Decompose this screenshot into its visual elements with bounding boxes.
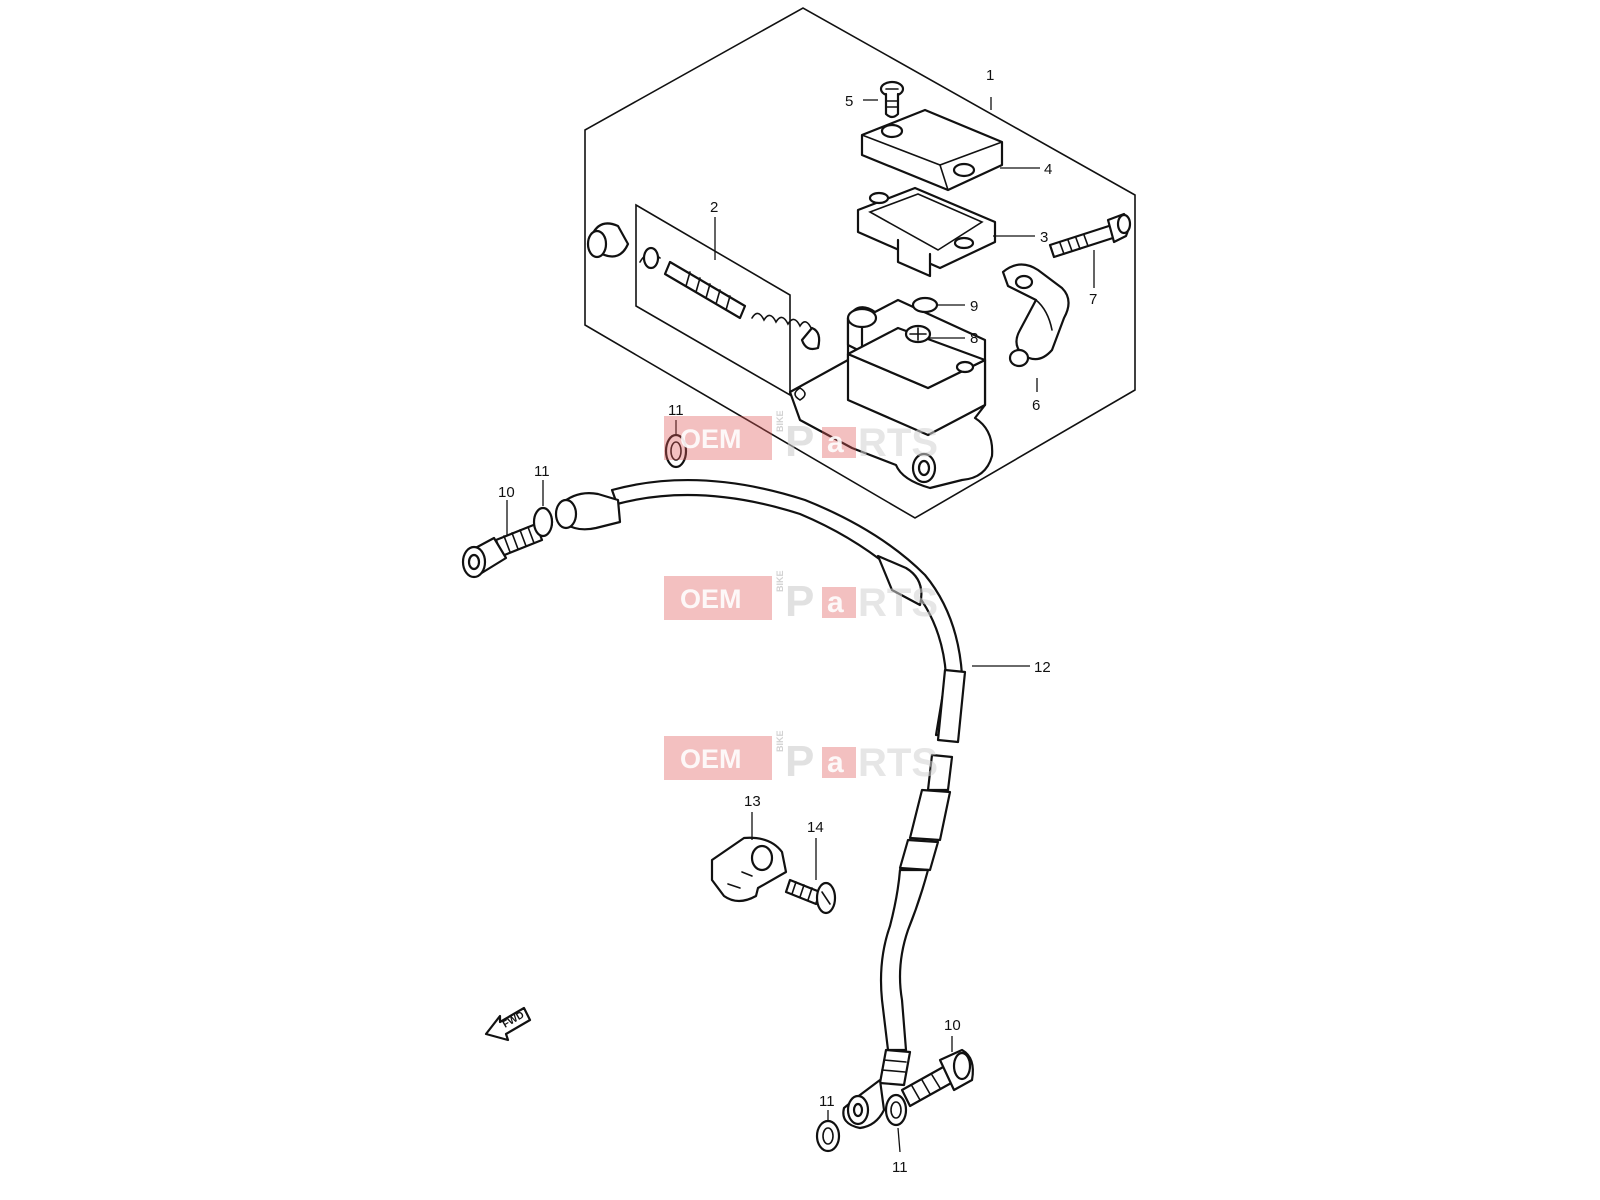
clamp-bolt [1048,212,1132,259]
watermark-middle: OEM BIKE P a RTS [664,570,938,626]
svg-text:RTS: RTS [858,581,938,625]
reservoir-cap [860,108,1004,192]
svg-text:P: P [785,737,814,786]
callout-2: 2 [710,199,718,216]
diaphragm [856,186,997,278]
callout-10-lower: 10 [944,1017,961,1034]
washer-lower-left [815,1119,841,1153]
fwd-arrow-icon: FWD [484,1006,532,1042]
handlebar-clamp [1001,263,1070,368]
leader-lines [506,97,1095,1153]
callout-9: 9 [970,298,978,315]
svg-text:BIKE: BIKE [775,410,785,432]
svg-text:BIKE: BIKE [775,570,785,592]
svg-text:a: a [827,426,844,459]
callout-6: 6 [1032,397,1040,414]
banjo-bolt-upper [461,492,622,579]
piston-set [586,203,821,397]
svg-text:OEM: OEM [680,744,742,774]
callout-14: 14 [807,819,824,836]
callout-11-lower-left: 11 [819,1093,835,1110]
callout-1: 1 [986,67,994,84]
svg-text:RTS: RTS [858,421,938,465]
callout-labels: 1 2 3 4 5 6 7 8 9 10 10 11 11 11 11 12 1… [498,67,1097,1176]
svg-text:BIKE: BIKE [775,730,785,752]
callout-8: 8 [970,330,978,347]
watermark-bottom: OEM BIKE P a RTS [664,730,938,786]
svg-text:a: a [827,746,844,779]
callout-7: 7 [1089,291,1097,308]
master-cylinder-body [788,296,994,490]
svg-text:a: a [827,586,844,619]
watermark-top: OEM BIKE P a RTS [664,410,938,466]
svg-text:P: P [785,417,814,466]
clamp-screw [784,878,837,915]
callout-11-lower-right: 11 [892,1159,908,1176]
banjo-bolt-lower [842,1048,974,1130]
callout-5: 5 [845,93,853,110]
washer-top [664,433,688,469]
callout-11-upper: 11 [534,463,550,480]
svg-text:RTS: RTS [858,741,938,785]
callout-10-upper: 10 [498,484,515,501]
callout-3: 3 [1040,229,1048,246]
callout-4: 4 [1044,161,1052,178]
callout-12: 12 [1034,659,1051,676]
svg-text:P: P [785,577,814,626]
washer-upper-hose [532,506,554,538]
callout-11-top: 11 [668,402,684,419]
cap-screw [879,80,905,119]
washer-lower-right [884,1093,908,1127]
callout-13: 13 [744,793,761,810]
svg-text:OEM: OEM [680,584,742,614]
assembly-frame [584,7,1136,519]
svg-text:OEM: OEM [680,424,742,454]
hose-clamp [710,836,788,903]
brake-hose [610,478,967,1087]
